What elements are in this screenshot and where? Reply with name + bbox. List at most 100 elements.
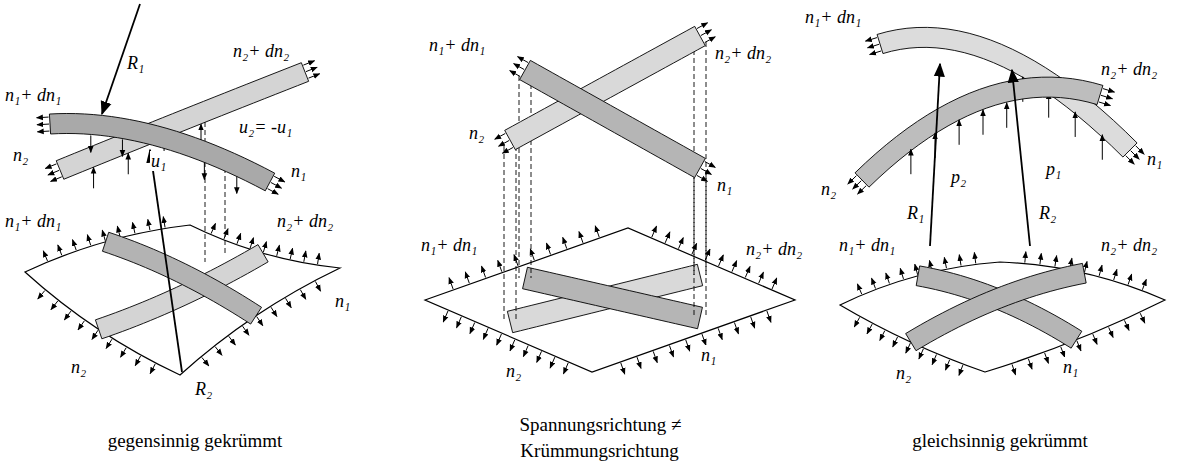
force-arrow <box>563 363 568 374</box>
force-arrow <box>449 278 453 289</box>
force-arrow <box>290 248 292 259</box>
membrane-strip <box>507 264 702 332</box>
force-arrow <box>705 37 716 43</box>
force-arrow <box>772 278 777 289</box>
force-arrow <box>686 340 690 351</box>
load-label-holder: p₁ <box>1045 160 1062 180</box>
force-label: n₁ <box>700 345 717 365</box>
force-arrow <box>767 311 771 322</box>
panel-caption-holder: Spannungsrichtung ≠ Krümmungsrichtung <box>470 412 730 463</box>
force-label-holder: n₂+ dn₂ <box>714 44 772 64</box>
force-arrow <box>237 233 241 243</box>
membrane-strip <box>102 232 261 324</box>
force-arrow <box>1114 269 1117 280</box>
projection-line <box>706 174 707 318</box>
force-arrow <box>1055 256 1057 267</box>
force-arrow <box>87 235 90 245</box>
membrane-strip <box>855 77 1103 187</box>
force-arrow <box>518 57 528 63</box>
force-label-holder: n₁+ dn₁ <box>420 236 478 256</box>
force-label-holder: n₁+ dn₁ <box>428 36 486 56</box>
force-label-holder: n₁+ dn₁ <box>838 236 896 256</box>
force-arrow <box>465 272 469 283</box>
force-arrow <box>510 71 520 77</box>
force-arrow <box>37 131 49 133</box>
force-arrow <box>300 290 305 300</box>
force-arrow <box>73 240 77 250</box>
force-label-holder: n₁ <box>700 346 717 366</box>
force-arrow <box>702 334 706 345</box>
force-arrow <box>102 230 105 241</box>
panel-caption: Spannungsrichtung ≠ Krümmungsrichtung <box>519 414 682 461</box>
force-arrow <box>637 357 641 368</box>
force-label: n₂+ dn₂ <box>745 239 803 259</box>
force-arrow <box>697 23 708 29</box>
force-arrow <box>150 364 155 374</box>
radius-label-holder: R₂ <box>1038 204 1057 224</box>
force-arrow <box>1085 262 1087 273</box>
force-label: n₁ <box>716 175 733 195</box>
projection-line <box>504 146 505 322</box>
radius-label-holder: R₁ <box>906 204 925 224</box>
force-arrow <box>665 232 670 243</box>
force-arrow <box>92 330 98 339</box>
force-label-holder: n₂ <box>70 358 87 378</box>
force-arrow <box>229 336 236 345</box>
force-label-holder: n₁ <box>716 176 733 196</box>
force-arrow <box>236 176 237 193</box>
force-arrow <box>523 346 528 357</box>
force-arrow <box>1128 274 1132 284</box>
force-arrow <box>148 219 150 230</box>
force-arrow <box>653 351 657 362</box>
force-label-holder: n₂+ dn₂ <box>276 212 334 232</box>
force-label: n₁+ dn₁ <box>4 211 62 231</box>
force-arrow <box>870 51 881 55</box>
force-arrow <box>872 278 876 288</box>
force-arrow <box>250 238 253 248</box>
force-arrow <box>1109 327 1113 337</box>
radius-label: R₁ <box>906 203 925 223</box>
force-arrow <box>946 360 950 370</box>
force-label-holder: n₂ <box>505 362 522 382</box>
force-label-holder: n₂ <box>468 124 485 144</box>
force-arrow <box>959 255 961 266</box>
force-arrow <box>537 351 542 362</box>
force-label-holder: n₁ <box>334 292 351 312</box>
force-arrow <box>51 301 58 310</box>
deflection-label: u₂= -u₁ <box>238 117 293 137</box>
force-arrow <box>133 223 135 234</box>
force-arrow <box>906 343 911 353</box>
force-label: n₂+ dn₂ <box>232 41 290 61</box>
force-label: n₂ <box>895 363 912 383</box>
load-label: p₁ <box>1045 159 1062 179</box>
force-arrow <box>701 30 712 36</box>
force-arrow <box>1040 253 1041 264</box>
force-label: n₂+ dn₂ <box>1100 235 1158 255</box>
force-arrow <box>38 291 45 299</box>
force-arrow <box>854 317 859 327</box>
force-arrow <box>1103 89 1114 92</box>
membrane-surface <box>25 225 340 375</box>
force-arrow <box>669 346 673 357</box>
force-arrow <box>959 365 963 375</box>
force-arrow <box>443 311 448 322</box>
force-label-holder: n₁+ dn₁ <box>4 86 62 106</box>
membrane-surface <box>425 228 795 372</box>
force-label: n₂+ dn₂ <box>1100 59 1158 79</box>
force-label: n₁+ dn₁ <box>4 85 62 105</box>
force-arrow <box>718 328 722 339</box>
force-arrow <box>915 264 918 275</box>
force-arrow <box>1142 279 1146 289</box>
force-label: n₂ <box>820 179 837 199</box>
force-arrow <box>1099 102 1110 105</box>
force-arrow <box>745 266 750 277</box>
panel-caption-holder: gleichsinnig gekrümmt <box>850 428 1150 454</box>
deflection-label-holder: u₂= -u₁ <box>238 118 293 138</box>
force-arrow <box>1126 156 1134 164</box>
force-arrow <box>502 147 513 153</box>
force-arrow <box>751 317 755 328</box>
force-arrow <box>550 357 555 368</box>
membrane-strip <box>523 267 703 328</box>
